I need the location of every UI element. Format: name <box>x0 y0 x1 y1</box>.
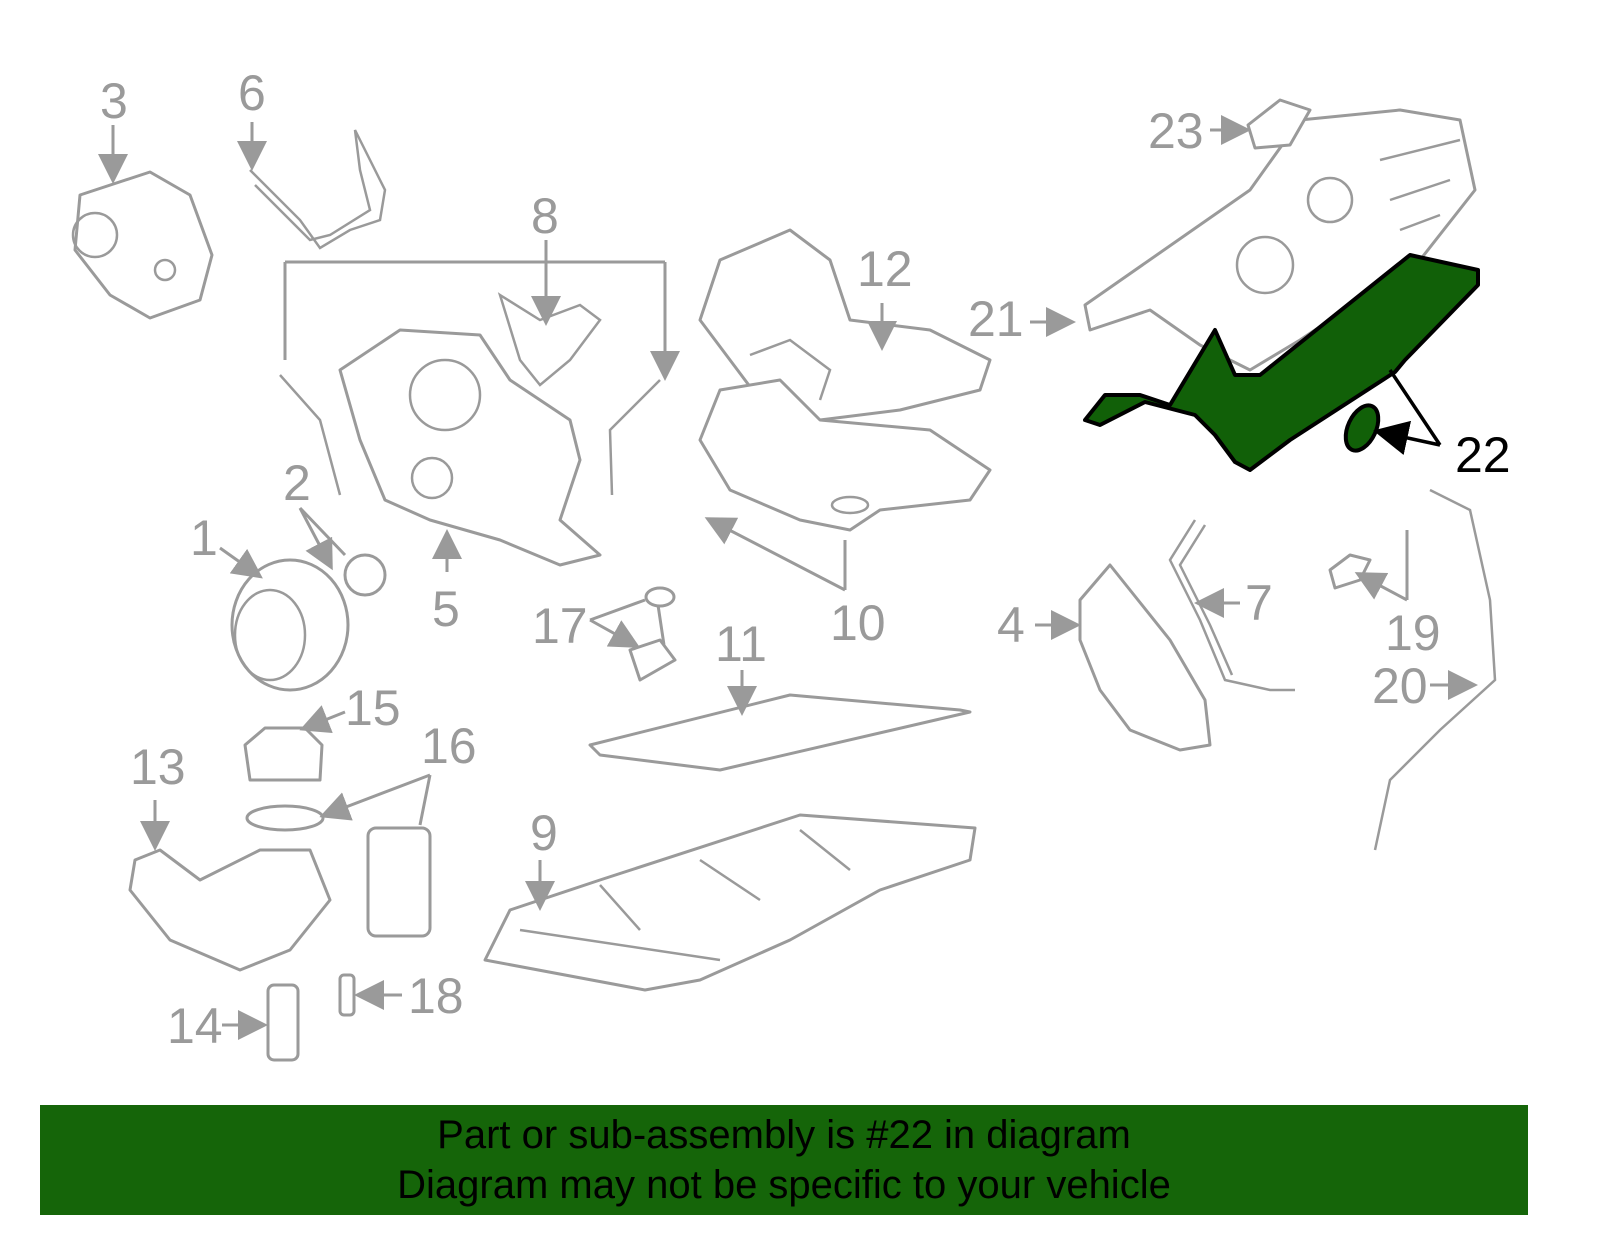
callout-labels: 1 2 3 4 5 6 7 8 9 10 11 12 13 14 15 16 1… <box>100 65 1511 1054</box>
part-20-dipstick[interactable] <box>1373 488 1497 851</box>
banner-line-2: Diagram may not be specific to your vehi… <box>397 1163 1171 1207</box>
part-5-front-cover[interactable] <box>338 328 602 567</box>
part-4-cover[interactable] <box>1078 563 1212 752</box>
callout-1: 1 <box>190 510 218 566</box>
part-7-gasket[interactable] <box>1168 519 1295 692</box>
part-12-10-gaskets[interactable] <box>698 228 992 532</box>
part-2-seal[interactable] <box>343 553 387 597</box>
banner-line-1: Part or sub-assembly is #22 in diagram <box>437 1113 1131 1157</box>
callout-4: 4 <box>997 597 1025 653</box>
callout-8: 8 <box>531 188 559 244</box>
leader-arrows <box>98 115 1478 1040</box>
part-15-filter-cap[interactable] <box>243 726 324 782</box>
callout-13: 13 <box>130 739 186 795</box>
callout-10: 10 <box>830 595 886 651</box>
callout-2: 2 <box>283 455 311 511</box>
part-14-valve[interactable] <box>266 983 300 1062</box>
part-6-gasket[interactable] <box>249 129 387 250</box>
callout-14: 14 <box>167 998 223 1054</box>
part-1-pulley[interactable] <box>230 558 350 692</box>
callout-16: 16 <box>421 718 477 774</box>
callout-19: 19 <box>1385 605 1441 661</box>
callout-3: 3 <box>100 73 128 129</box>
part-19-sensor[interactable] <box>1328 553 1372 590</box>
callout-23: 23 <box>1148 103 1204 159</box>
callout-9: 9 <box>530 805 558 861</box>
callout-22: 22 <box>1455 427 1511 483</box>
callout-11: 11 <box>715 616 767 672</box>
part-16-filter[interactable] <box>366 826 432 938</box>
callout-6: 6 <box>238 65 266 121</box>
callout-7: 7 <box>1245 575 1273 631</box>
callout-5: 5 <box>432 581 460 637</box>
callout-21: 21 <box>968 291 1024 347</box>
callout-18: 18 <box>408 968 464 1024</box>
part-16-o-ring[interactable] <box>245 804 325 832</box>
callout-15: 15 <box>345 680 401 736</box>
callout-17: 17 <box>532 598 588 654</box>
part-11-gasket[interactable] <box>588 693 972 772</box>
info-banner: Part or sub-assembly is #22 in diagram D… <box>40 1105 1528 1215</box>
callout-20: 20 <box>1372 658 1428 714</box>
part-18-plug[interactable] <box>338 973 356 1017</box>
part-3-cover[interactable] <box>71 170 214 320</box>
part-21-valve-cover[interactable] <box>1083 98 1477 372</box>
callout-12: 12 <box>857 241 913 297</box>
part-9-oil-pan[interactable] <box>483 813 977 992</box>
part-13-filter-housing[interactable] <box>128 848 332 972</box>
